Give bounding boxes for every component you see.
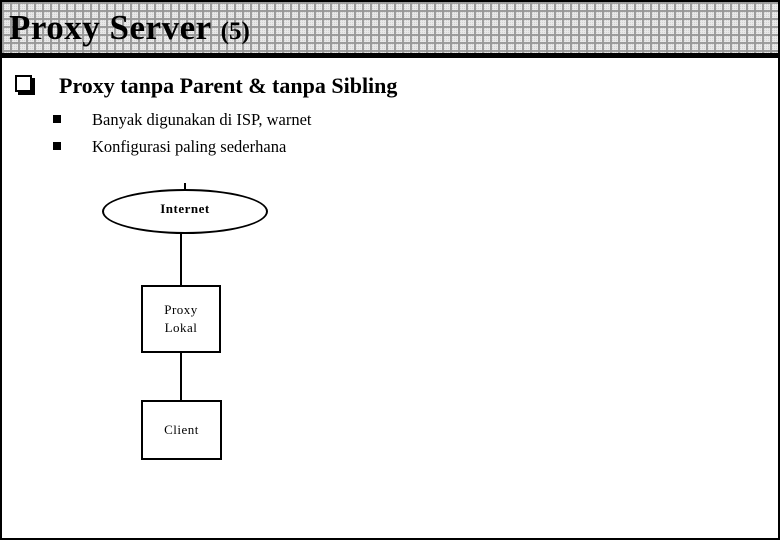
title-bar: Proxy Server (5) [2,2,778,58]
bullet-text: Banyak digunakan di ISP, warnet [92,110,312,129]
filled-square-bullet-icon [53,142,61,150]
connector-proxy-client [180,351,182,403]
page-title: Proxy Server [9,8,212,47]
client-label: Client [164,422,199,437]
proxy-lokal-label: Proxy Lokal [164,302,198,335]
internet-label: Internet [160,200,210,216]
shadowed-square-bullet-icon [15,75,32,92]
connector-tick [184,183,186,190]
internet-ellipse: Internet [102,189,268,234]
list-item: Konfigurasi paling sederhana [53,136,286,157]
page-title-number: (5) [220,18,250,45]
heading-row: Proxy tanpa Parent & tanpa Sibling [15,72,397,100]
bullet-text: Konfigurasi paling sederhana [92,137,287,156]
filled-square-bullet-icon [53,115,61,123]
client-box: Client [141,400,222,460]
connector-internet-proxy [180,232,182,288]
proxy-lokal-box: Proxy Lokal [141,285,221,353]
heading-text: Proxy tanpa Parent & tanpa Sibling [59,73,398,98]
list-item: Banyak digunakan di ISP, warnet [53,109,312,130]
